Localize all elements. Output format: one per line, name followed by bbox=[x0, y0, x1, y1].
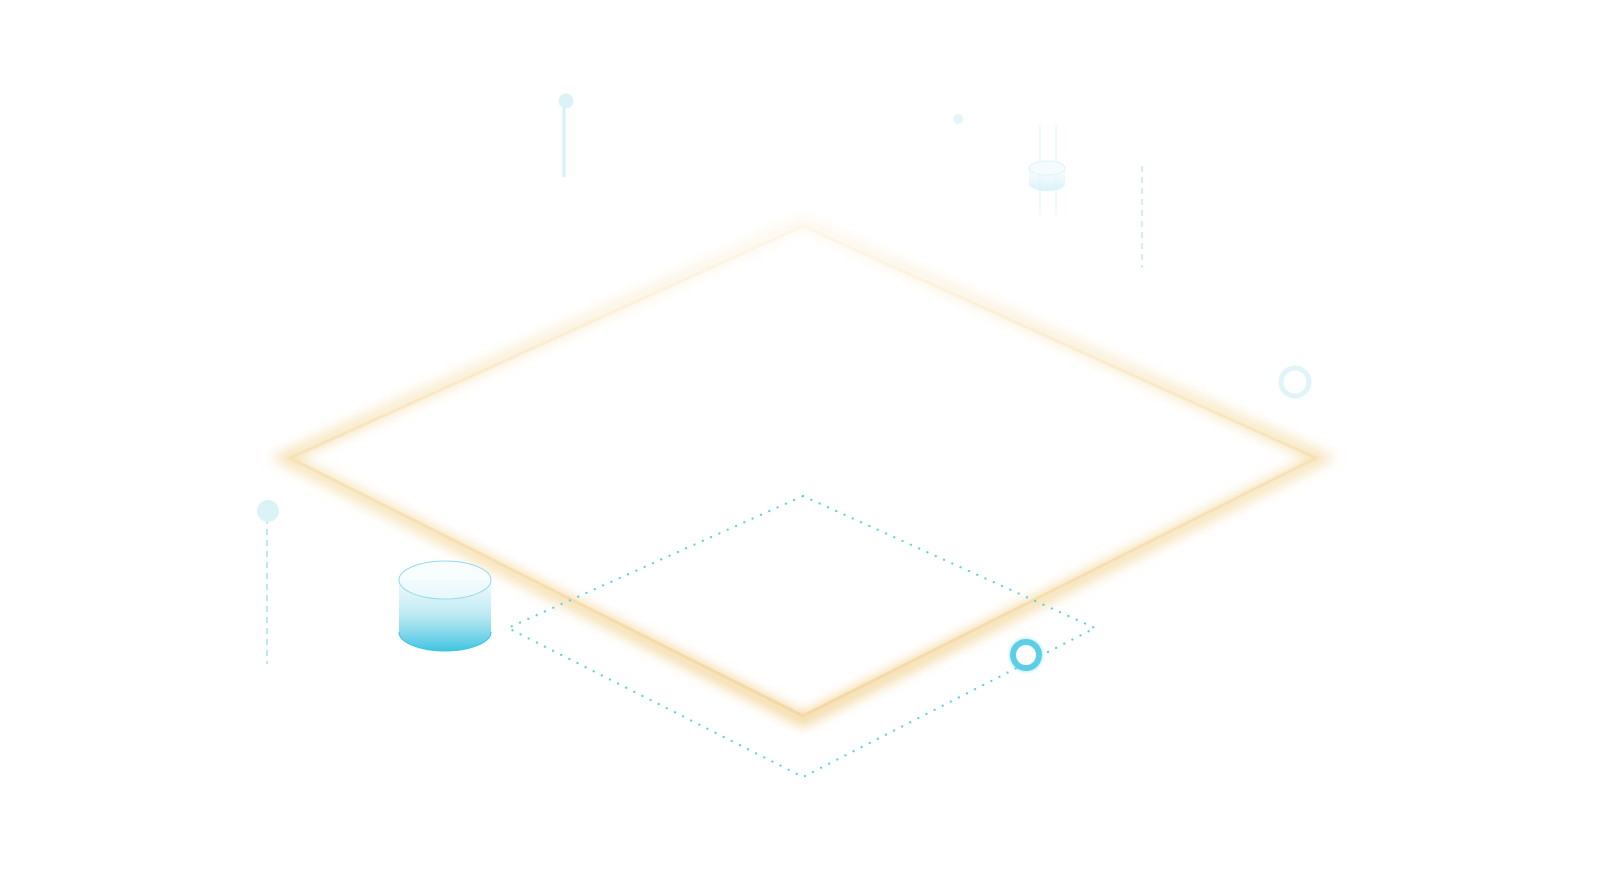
pin-icon bbox=[257, 500, 279, 664]
dotted-diamond-outline bbox=[505, 494, 1098, 779]
pin-icon bbox=[558, 93, 574, 178]
dot-icon bbox=[953, 114, 963, 124]
ring-icon bbox=[1010, 639, 1042, 671]
cylinder-icon bbox=[1028, 125, 1066, 215]
cylinder-icon bbox=[398, 560, 492, 652]
glowing-diamond-platform bbox=[270, 215, 1336, 727]
ring-icon bbox=[1278, 365, 1312, 399]
